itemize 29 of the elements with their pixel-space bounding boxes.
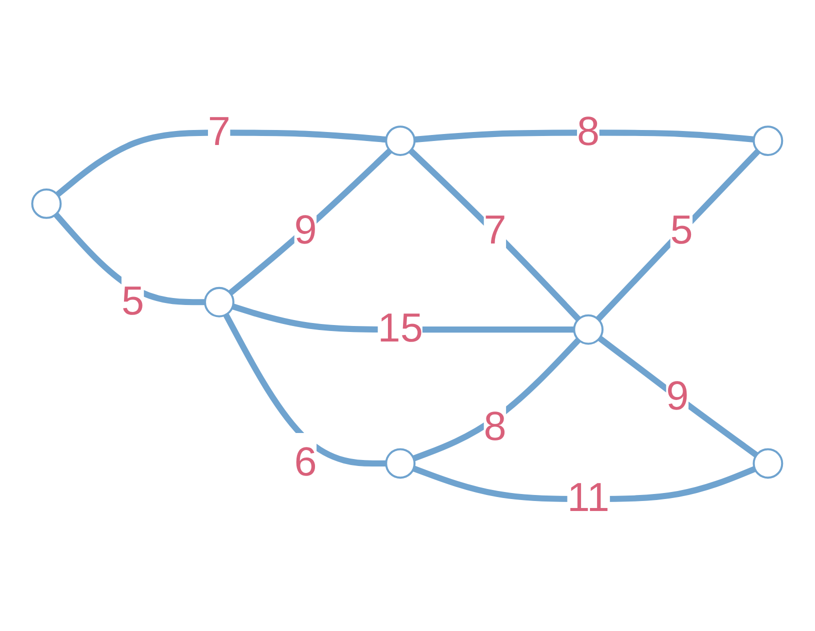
edge-label: 11	[568, 476, 610, 521]
node-circle	[204, 286, 235, 318]
connector	[56, 129, 387, 197]
connector	[228, 148, 392, 296]
node-circle	[753, 125, 784, 156]
edge-label: 5	[670, 208, 694, 254]
edge-label: 9	[294, 208, 318, 254]
edge-label: 7	[208, 110, 231, 155]
edge-label: 8	[577, 110, 600, 155]
connector	[598, 335, 759, 458]
node-circle	[753, 448, 784, 478]
connector	[232, 303, 574, 332]
connector	[414, 129, 754, 142]
node-circle	[385, 125, 416, 156]
node-circle	[385, 448, 416, 478]
node-circle	[573, 314, 604, 344]
connector	[408, 148, 582, 321]
edge-label: 7	[484, 208, 507, 254]
connector	[224, 312, 386, 466]
connector	[54, 212, 206, 305]
connector	[412, 337, 582, 461]
edge-label: 8	[484, 405, 507, 450]
connector	[596, 148, 761, 321]
connector	[412, 465, 756, 502]
edge-label: 6	[294, 440, 318, 486]
edge-label: 9	[666, 374, 690, 420]
node-circle	[32, 188, 62, 219]
edge-label: 5	[122, 279, 144, 324]
edge-label: 15	[378, 306, 424, 352]
